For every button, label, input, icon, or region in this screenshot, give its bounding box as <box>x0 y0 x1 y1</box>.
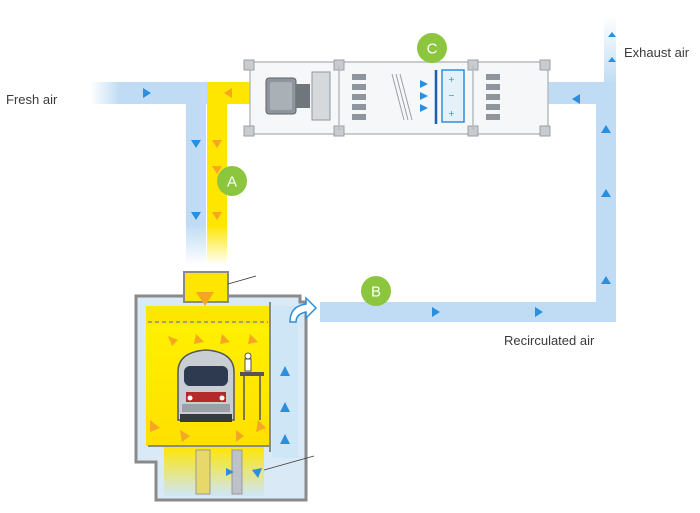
recirculated-duct-horizontal <box>320 302 616 322</box>
triangle-arrow-icon <box>601 189 611 197</box>
marker-b: B <box>361 276 391 306</box>
triangle-arrow-icon <box>191 212 201 220</box>
svg-text:−: − <box>448 91 455 100</box>
fresh-air-duct-horizontal <box>118 82 208 104</box>
triangle-arrow-icon <box>191 140 201 148</box>
triangle-arrow-icon <box>572 94 580 104</box>
triangle-arrow-icon <box>608 32 616 37</box>
exhaust-air-label: Exhaust air <box>624 45 690 60</box>
fresh-air-label: Fresh air <box>6 92 58 107</box>
supply-air-arrows <box>212 88 232 220</box>
coil-flow-arrows <box>420 80 428 112</box>
triangle-arrow-icon <box>601 276 611 284</box>
triangle-arrow-icon <box>535 307 543 317</box>
filter-bank-left <box>352 74 366 120</box>
triangle-arrow-icon <box>212 212 222 220</box>
svg-text:+: + <box>448 75 455 84</box>
svg-text:A: A <box>227 174 237 191</box>
triangle-arrow-icon <box>143 88 151 98</box>
exhaust-duct <box>604 15 616 85</box>
booth-return-arrows <box>226 366 290 478</box>
air-handling-unit: + − + <box>243 59 551 137</box>
supply-air-duct-vertical-fade <box>207 225 227 265</box>
triangle-arrow-icon <box>432 307 440 317</box>
triangle-arrow-icon <box>212 140 222 148</box>
exhaust-arrows <box>608 32 616 62</box>
filter-bank-right <box>486 74 500 120</box>
return-duct-vertical <box>596 82 616 322</box>
worker-platform <box>240 352 264 420</box>
fresh-air-arrows <box>143 88 201 220</box>
svg-text:B: B <box>371 284 381 301</box>
recirculated-air-label: Recirculated air <box>504 333 595 348</box>
recirculation-curve-arrow <box>289 296 318 323</box>
triangle-arrow-icon <box>608 57 616 62</box>
svg-text:+: + <box>448 109 455 118</box>
triangle-arrow-icon <box>224 88 232 98</box>
return-air-arrows <box>432 94 611 317</box>
fan-icon <box>265 71 331 121</box>
fresh-air-duct-fade <box>90 82 120 104</box>
fresh-air-duct-vertical <box>186 82 206 227</box>
triangle-arrow-icon <box>601 125 611 133</box>
train-icon <box>177 349 235 422</box>
booth-supply-arrows <box>150 292 266 442</box>
return-duct-top <box>548 82 616 104</box>
marker-c: C <box>417 33 447 63</box>
svg-text:C: C <box>427 41 438 58</box>
marker-a: A <box>217 166 247 196</box>
heating-coil: + − + <box>434 69 465 124</box>
filter-mesh <box>391 73 413 121</box>
fresh-air-duct-vertical-fade <box>186 225 206 265</box>
triangle-arrow-icon <box>212 166 222 174</box>
